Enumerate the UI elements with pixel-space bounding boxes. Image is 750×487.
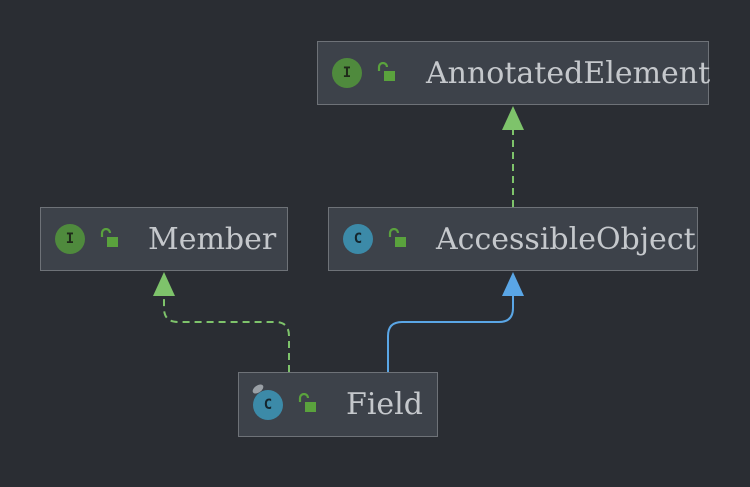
interface-icon: I — [332, 58, 362, 88]
unlocked-padlock-icon — [388, 228, 406, 247]
node-label: AnnotatedElement — [426, 56, 711, 91]
node-label: AccessibleObject — [436, 222, 696, 257]
node-label: Member — [148, 222, 277, 257]
node-field[interactable]: C Field — [238, 372, 438, 437]
unlocked-padlock-icon — [377, 62, 395, 81]
unlocked-padlock-icon — [100, 228, 118, 247]
interface-icon: I — [55, 224, 85, 254]
arrowhead-annotated — [502, 106, 524, 130]
arrowhead-member — [153, 272, 175, 296]
edge-field-to-member — [163, 294, 290, 372]
edge-field-to-accessible — [387, 294, 514, 372]
node-member[interactable]: I Member — [40, 207, 288, 271]
node-accessible-object[interactable]: C AccessibleObject — [328, 207, 698, 271]
node-label: Field — [346, 387, 423, 422]
class-icon: C — [343, 224, 373, 254]
final-class-icon: C — [253, 390, 283, 420]
unlocked-padlock-icon — [298, 393, 316, 412]
node-annotated-element[interactable]: I AnnotatedElement — [317, 41, 711, 105]
final-pin-icon — [252, 384, 264, 394]
arrowhead-accessible — [502, 272, 524, 296]
